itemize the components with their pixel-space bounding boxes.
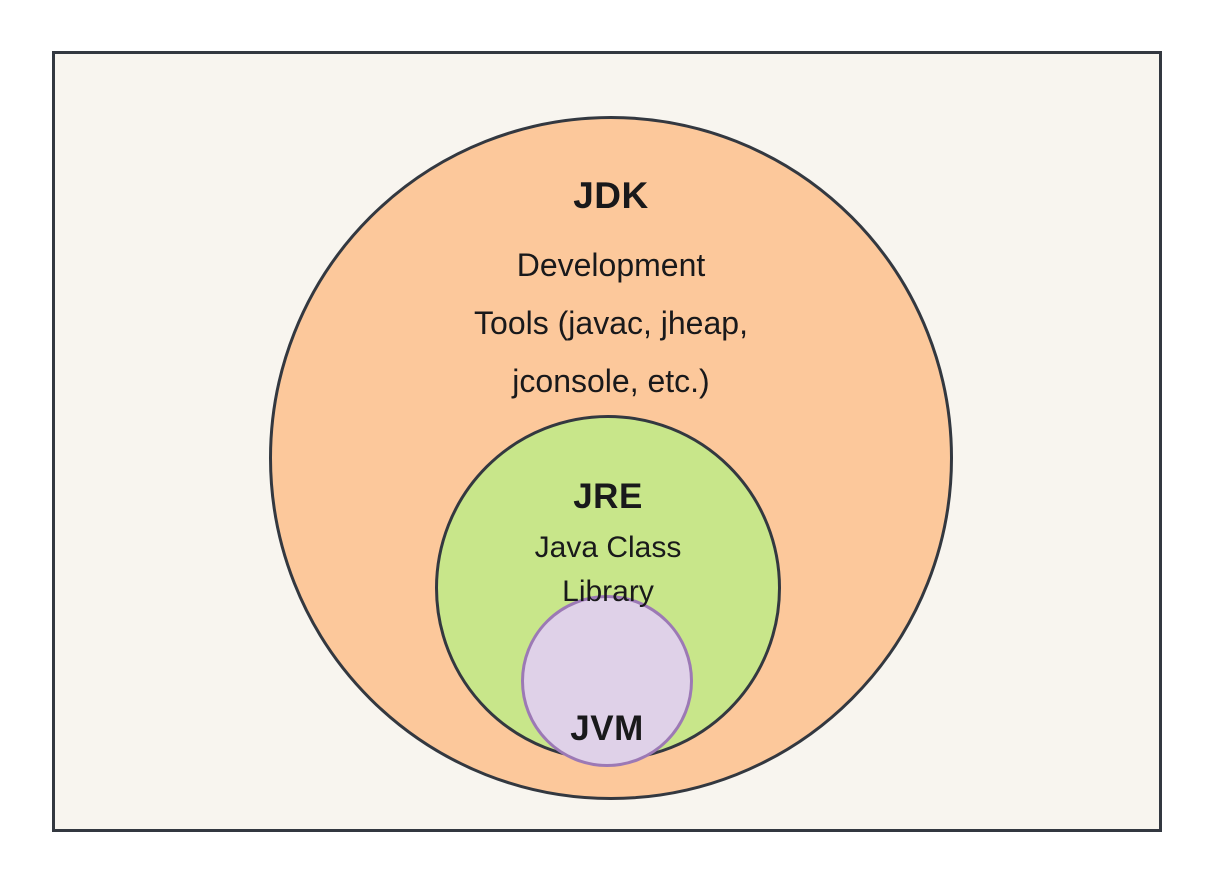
jvm-label-group: JVM: [521, 709, 693, 749]
jdk-title: JDK: [573, 175, 649, 216]
jdk-label-group: JDK Development Tools (javac, jheap, jco…: [269, 174, 953, 410]
jre-label-group: JRE Java Class Library: [435, 476, 781, 614]
jdk-description: Development Tools (javac, jheap, jconsol…: [269, 236, 953, 410]
jvm-circle: [521, 595, 693, 767]
jre-description-line-2: Library: [562, 575, 654, 608]
jre-title: JRE: [573, 477, 643, 516]
jre-description: Java Class Library: [435, 526, 781, 614]
diagram-frame: JDK Development Tools (javac, jheap, jco…: [52, 51, 1162, 832]
jdk-description-line-1: Development: [516, 247, 706, 283]
jdk-description-line-2: Tools (javac, jheap,: [474, 305, 748, 341]
jre-description-line-1: Java Class: [534, 531, 682, 564]
jdk-description-line-3: jconsole, etc.): [512, 363, 710, 399]
jvm-title: JVM: [570, 709, 644, 748]
